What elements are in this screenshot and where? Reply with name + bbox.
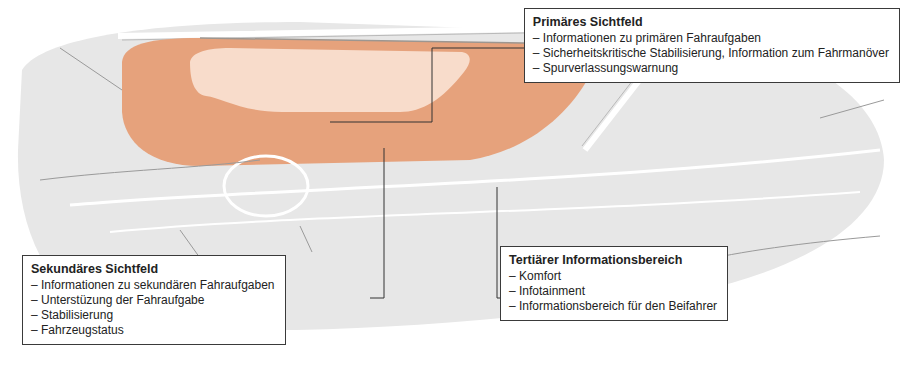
leader-line: [370, 148, 384, 298]
list-item: – Informationen zu primären Fahraufgaben: [533, 31, 889, 46]
callout-box: Tertiärer Informationsbereich– Komfort– …: [500, 246, 728, 321]
list-item: – Fahrzeugstatus: [31, 323, 275, 338]
callout-box: Primäres Sichtfeld– Informationen zu pri…: [524, 8, 900, 83]
list-item: – Informationen zu sekundären Fahraufgab…: [31, 278, 275, 293]
callout-box: Sekundäres Sichtfeld– Informationen zu s…: [22, 255, 286, 345]
box-heading: Primäres Sichtfeld: [533, 15, 889, 30]
box-heading: Tertiärer Informationsbereich: [509, 253, 717, 268]
list-item: – Infotainment: [509, 284, 717, 299]
list-item: – Unterstüzung der Fahraufgabe: [31, 293, 275, 308]
list-item: – Spurverlassungswarnung: [533, 61, 889, 76]
steering-wheel: [224, 156, 308, 216]
list-item: – Komfort: [509, 269, 717, 284]
list-item: – Stabilisierung: [31, 308, 275, 323]
dashboard-line: [110, 192, 860, 232]
dashboard-line: [70, 150, 880, 205]
list-item: – Sicherheitskritische Stabilisierung, I…: [533, 46, 889, 61]
box-heading: Sekundäres Sichtfeld: [31, 262, 275, 277]
primary-field: [190, 48, 470, 112]
list-item: – Informationsbereich für den Beifahrer: [509, 299, 717, 314]
